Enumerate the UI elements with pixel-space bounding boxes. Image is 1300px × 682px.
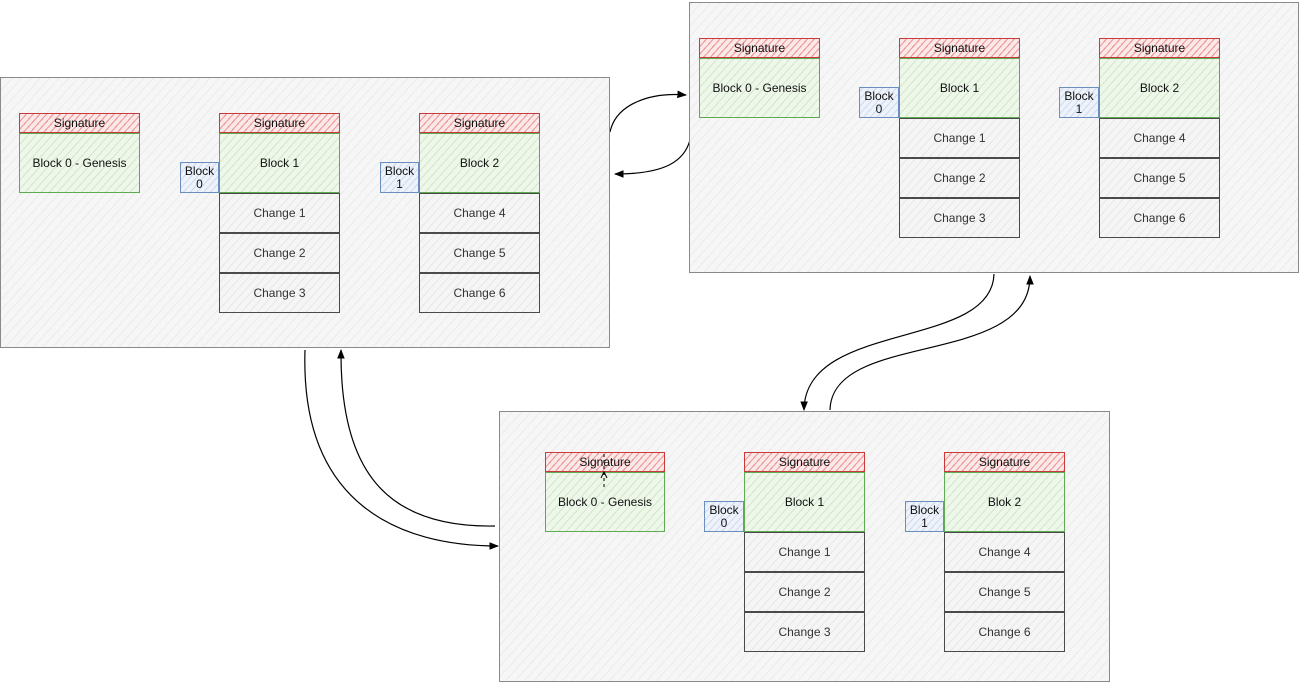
change-row: Change 6 — [1099, 198, 1220, 238]
change-row: Change 2 — [744, 572, 865, 612]
sync-arrow-c-to-a — [337, 349, 496, 527]
block2: Block 2 — [1099, 58, 1220, 118]
block1-signature: Signature — [744, 452, 865, 472]
block1: Block 1 — [744, 472, 865, 532]
block1-signature: Signature — [219, 113, 340, 133]
change-row: Change 6 — [419, 273, 540, 313]
change-row: Change 6 — [944, 612, 1065, 652]
change-row: Change 4 — [1099, 118, 1220, 158]
genesis-signature: Signature — [699, 38, 820, 58]
block1: Block 1 — [899, 58, 1020, 118]
genesis-block: Block 0 - Genesis — [19, 133, 140, 193]
change-row: Change 3 — [219, 273, 340, 313]
sync-arrow-c-to-b — [829, 275, 1034, 411]
change-row: Change 5 — [1099, 158, 1220, 198]
block2-signature: Signature — [419, 113, 540, 133]
block1-signature: Signature — [899, 38, 1020, 58]
change-row: Change 1 — [219, 193, 340, 233]
change-row: Change 1 — [744, 532, 865, 572]
genesis-signature: Signature — [545, 452, 665, 472]
sync-arrow-a-to-b — [609, 90, 687, 133]
change-row: Change 5 — [419, 233, 540, 273]
change-row: Change 4 — [944, 532, 1065, 572]
sync-arrow-b-to-c — [800, 273, 995, 411]
change-row: Change 3 — [744, 612, 865, 652]
change-row: Change 3 — [899, 198, 1020, 238]
block2: Blok 2 — [944, 472, 1065, 532]
change-row: Change 2 — [219, 233, 340, 273]
change-row: Change 2 — [899, 158, 1020, 198]
change-row: Change 5 — [944, 572, 1065, 612]
genesis-block: Block 0 - Genesis — [545, 472, 665, 532]
change-row: Change 1 — [899, 118, 1020, 158]
genesis-signature: Signature — [19, 113, 140, 133]
block2-signature: Signature — [944, 452, 1065, 472]
sync-arrow-a-to-c — [304, 349, 499, 550]
dashed-pointer-icon — [600, 454, 608, 490]
change-row: Change 4 — [419, 193, 540, 233]
block2-signature: Signature — [1099, 38, 1220, 58]
genesis-block: Block 0 - Genesis — [699, 58, 820, 118]
sync-arrow-b-to-a — [614, 139, 691, 178]
block1: Block 1 — [219, 133, 340, 193]
block2: Block 2 — [419, 133, 540, 193]
